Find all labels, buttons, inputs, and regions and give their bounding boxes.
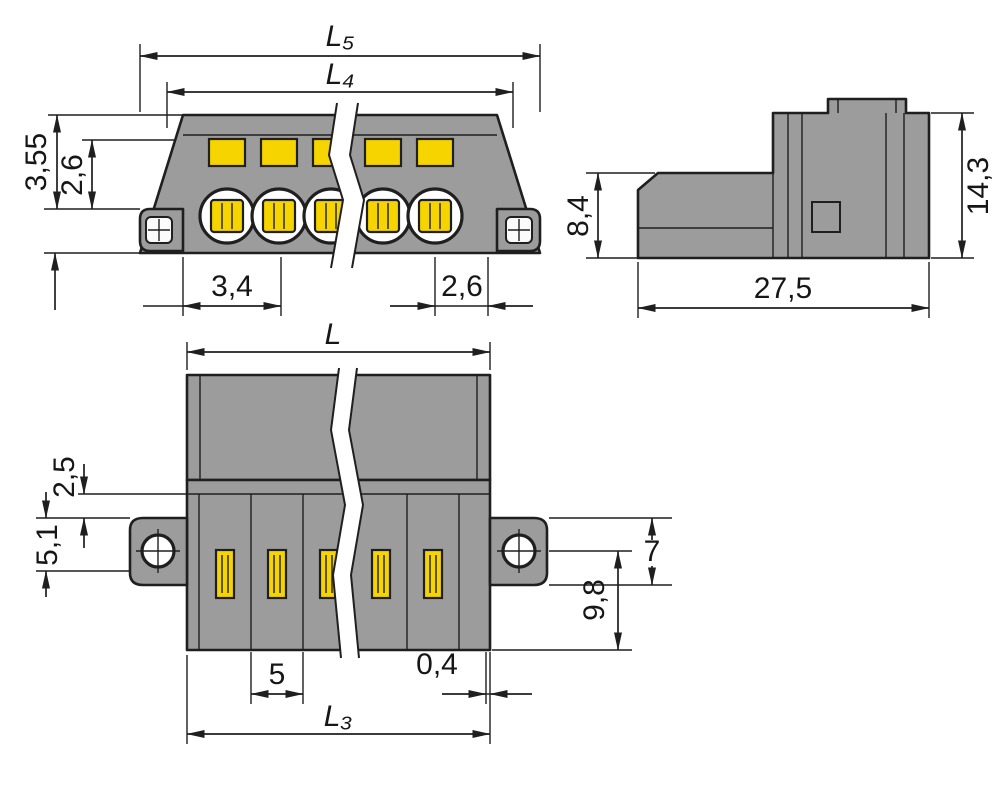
front-view: L₅ L₄ 3,55 2,6 3,4: [20, 20, 542, 316]
dim-label-l5: L₅: [326, 20, 355, 53]
pin-slot: [370, 548, 392, 600]
dim-9-8: 9,8: [492, 550, 632, 651]
dim-3-55: 3,55: [20, 114, 183, 210]
dim-27-5: 27,5: [637, 262, 930, 318]
front-right-ear: [495, 207, 542, 253]
side-body: [636, 97, 931, 260]
side-view: 8,4 14,3 27,5: [562, 97, 995, 318]
dim-label-27-5: 27,5: [754, 272, 812, 305]
dim-label-2-6-bottom: 2,6: [441, 270, 483, 303]
contact-slot: [207, 137, 247, 168]
contact-slot: [259, 137, 299, 168]
dim-label-2-6-left: 2,6: [56, 154, 89, 196]
dim-2-5: 2,5: [36, 456, 187, 548]
dim-label-l3: L₃: [324, 700, 353, 733]
dim-14-3: 14,3: [931, 112, 995, 259]
front-clamp-ports: [198, 187, 464, 245]
front-left-ear: [138, 207, 185, 253]
clamp-port: [354, 187, 412, 245]
contact-slot: [363, 137, 403, 168]
dim-3-4: 3,4: [143, 257, 282, 316]
dim-label-14-3: 14,3: [962, 157, 995, 215]
front-break-line: [327, 102, 366, 269]
dim-label-8-4: 8,4: [562, 195, 595, 237]
dim-label-5: 5: [269, 658, 286, 691]
dim-label-0-4: 0,4: [416, 648, 458, 681]
clamp-port: [250, 187, 308, 245]
dim-5-1: 5,1: [31, 492, 130, 597]
dim-2-6-left: 2,6: [56, 139, 175, 210]
pin-slot: [422, 548, 444, 600]
dim-label-l4: L₄: [326, 58, 355, 91]
dim-l3: L₃: [186, 652, 491, 744]
mounting-ear-right: [488, 516, 549, 587]
dim-l: L: [186, 318, 491, 370]
dim-l5: L₅: [139, 20, 541, 112]
bottom-view: L 2,5 5,1 7 9,8: [31, 318, 672, 744]
dim-label-3-55: 3,55: [20, 133, 53, 191]
pin-slot: [214, 548, 236, 600]
pin-slot: [266, 548, 288, 600]
latch: [811, 201, 841, 233]
dim-l4: L₄: [166, 58, 514, 128]
dim-label-5-1: 5,1: [31, 524, 64, 566]
clamp-port: [406, 187, 464, 245]
mounting-ear-left: [128, 516, 189, 587]
contact-slot: [415, 137, 455, 168]
dim-0-4: 0,4: [416, 648, 532, 704]
dim-8-4: 8,4: [562, 172, 655, 259]
dim-label-2-5: 2,5: [48, 456, 81, 498]
dim-label-3-4: 3,4: [211, 270, 253, 303]
dim-label-9-8: 9,8: [578, 579, 611, 621]
dim-chain-arrow: [44, 252, 140, 310]
dim-2-6-bottom: 2,6: [390, 257, 533, 316]
bottom-break-line: [329, 367, 365, 659]
dim-label-l: L: [325, 318, 342, 351]
clamp-port: [198, 187, 256, 245]
pin-slots: [214, 548, 444, 600]
dim-label-7: 7: [644, 535, 661, 568]
dim-5: 5: [250, 652, 304, 704]
dim-7: 7: [549, 517, 672, 586]
